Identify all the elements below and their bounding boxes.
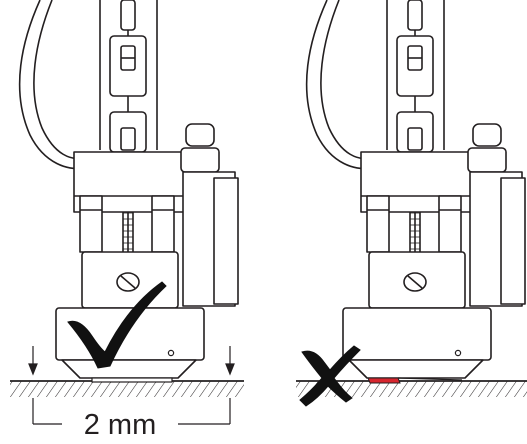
cross-icon — [299, 345, 361, 407]
dimension-label: 2 mm — [62, 410, 178, 440]
floor-hatch-right — [296, 381, 527, 397]
contact-highlight — [367, 377, 401, 384]
checkmark-icon — [67, 281, 167, 369]
dimension-arrows — [28, 346, 235, 425]
floor-hatch-left — [10, 381, 244, 397]
left-panel-correct — [10, 0, 244, 425]
sensor-assembly-right — [305, 0, 526, 379]
right-panel-incorrect — [296, 0, 527, 407]
gap-pad-left — [91, 377, 173, 383]
